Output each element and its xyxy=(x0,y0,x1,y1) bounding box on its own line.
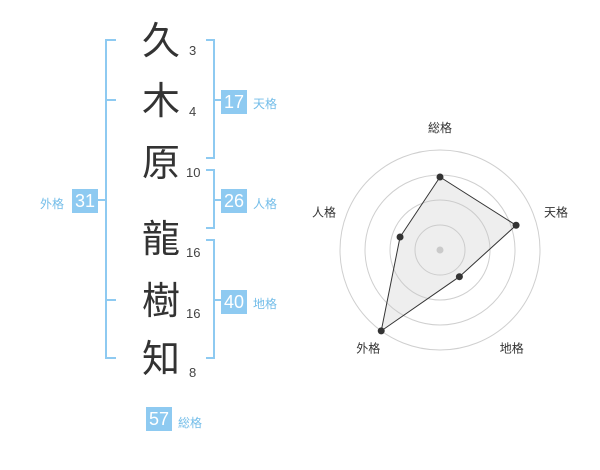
soukaku-score-badge: 57 xyxy=(146,407,172,431)
chikaku-label: 地格 xyxy=(253,297,278,311)
name-char-2: 木 xyxy=(141,79,180,123)
tenkaku-bracket xyxy=(206,39,222,159)
stroke-count-2: 4 xyxy=(189,104,197,119)
tenkaku-score-badge: 17 xyxy=(221,90,247,114)
jinkaku-bracket xyxy=(206,169,222,229)
radar-axis-label-2: 天格 xyxy=(544,204,568,219)
radar-ring-1 xyxy=(414,224,466,276)
name-char-5: 樹 xyxy=(141,279,180,323)
radar-axis-label-5: 人格 xyxy=(312,204,336,219)
tenkaku-label: 天格 xyxy=(253,97,278,111)
stroke-count-6: 8 xyxy=(189,365,197,380)
radar-axis-label-3: 地格 xyxy=(500,341,524,356)
name-char-4: 龍 xyxy=(141,217,180,261)
stroke-count-1: 3 xyxy=(189,43,197,58)
gaikaku-bracket xyxy=(105,39,116,359)
radar-ring-4 xyxy=(339,149,541,351)
name-char-6: 知 xyxy=(141,337,180,381)
jinkaku-score-badge: 26 xyxy=(221,189,247,213)
radar-ring-2 xyxy=(389,199,491,301)
name-char-3: 原 xyxy=(141,141,180,185)
radar-axis-label-1: 総格 xyxy=(428,120,452,135)
radar-point-2 xyxy=(512,221,520,229)
stroke-count-5: 16 xyxy=(186,306,201,321)
radar-point-1 xyxy=(436,173,444,181)
soukaku-label: 総格 xyxy=(178,416,203,430)
stroke-count-4: 16 xyxy=(186,245,201,260)
chikaku-score-badge: 40 xyxy=(221,290,247,314)
radar-axis-label-4: 外格 xyxy=(356,341,380,356)
radar-point-4 xyxy=(377,327,385,335)
chikaku-bracket xyxy=(206,239,222,359)
radar-point-3 xyxy=(455,273,463,281)
stroke-count-3: 10 xyxy=(186,165,201,180)
radar-center xyxy=(436,246,444,254)
name-char-1: 久 xyxy=(141,19,180,63)
gaikaku-label: 外格 xyxy=(40,197,65,211)
radar-value-area xyxy=(380,176,517,333)
gaikaku-score-badge: 31 xyxy=(72,189,98,213)
radar-point-5 xyxy=(396,233,404,241)
jinkaku-label: 人格 xyxy=(253,197,278,211)
